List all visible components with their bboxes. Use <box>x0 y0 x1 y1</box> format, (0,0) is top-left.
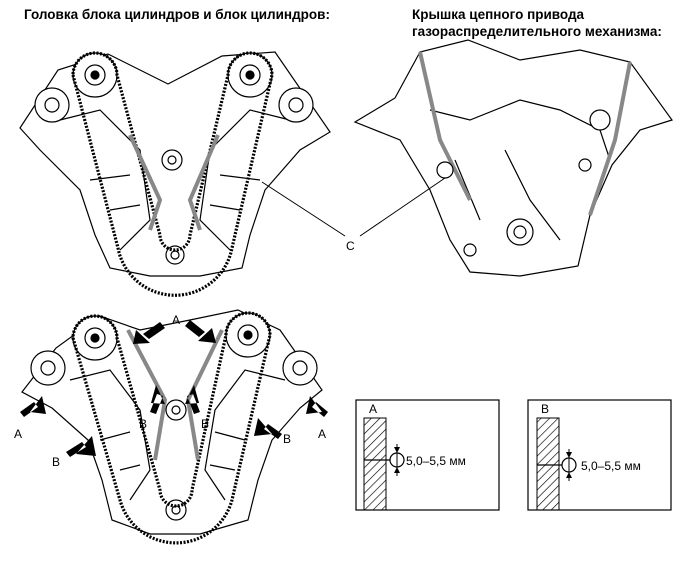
label-c-leader <box>261 177 446 237</box>
detail-b-surface <box>536 417 560 511</box>
label-a-left: A <box>14 427 22 441</box>
chain-cover-caption-line-1: Крышка цепного привода <box>412 7 585 22</box>
detail-a: A 5,0–5,5 мм <box>355 399 500 511</box>
label-b-center-left: B <box>139 417 147 431</box>
label-c: C <box>346 239 355 253</box>
engine-front-view-top <box>19 51 331 297</box>
label-a-right: A <box>318 427 326 441</box>
arrow-b-center-left <box>150 385 165 414</box>
label-b-right: B <box>283 432 291 446</box>
label-b-center-right: B <box>201 417 209 431</box>
timing-chain-cover-view <box>353 39 673 277</box>
arrow-b-center-right <box>185 385 200 414</box>
chain-cover-caption-line-2: газораспределительного механизма: <box>412 24 662 39</box>
detail-b-dimension: 5,0–5,5 мм <box>581 459 641 473</box>
detail-a-surface <box>363 417 387 511</box>
sealant-point-labels: A A A B B B B <box>14 313 326 469</box>
detail-b-title: B <box>541 402 549 416</box>
arrow-a-left <box>20 396 46 417</box>
head-and-block-caption: Головка блока цилиндров и блок цилиндров… <box>24 7 330 22</box>
label-b-left: B <box>52 455 60 469</box>
sealant-point-arrows <box>20 320 328 457</box>
arrow-a-right <box>306 396 328 417</box>
arrow-b-right <box>254 418 282 439</box>
detail-a-title: A <box>369 402 377 416</box>
chain-cover-caption: Крышка цепного привода газораспределител… <box>412 6 687 40</box>
engine-front-view-bottom <box>21 309 323 545</box>
detail-a-dimension: 5,0–5,5 мм <box>406 454 466 468</box>
label-a-top: A <box>172 313 180 327</box>
arrow-b-left <box>66 436 96 457</box>
arrow-a-top-left <box>133 322 165 344</box>
detail-b: B 5,0–5,5 мм <box>527 399 672 511</box>
arrow-a-top-right <box>185 320 216 343</box>
